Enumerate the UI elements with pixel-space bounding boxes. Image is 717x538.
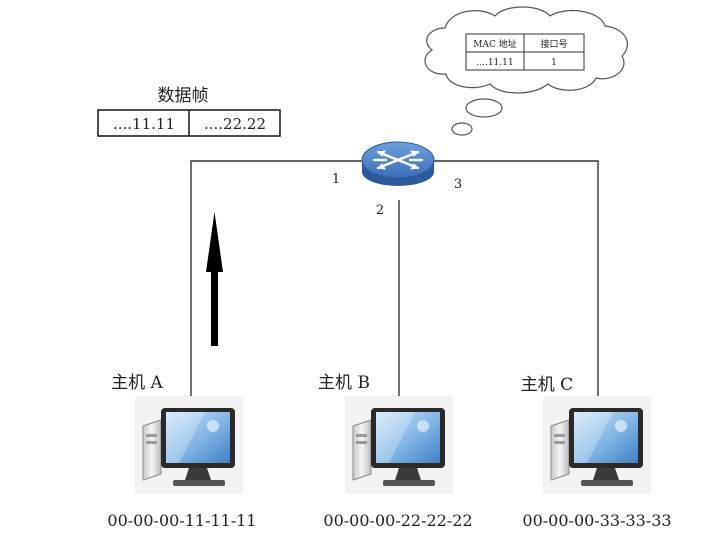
host-c-mac: 00-00-00-33-33-33 [522, 511, 671, 530]
mac-table-header-mac: MAC 地址 [473, 38, 516, 50]
link-port3-host-c [434, 160, 599, 398]
host-a: 主机 A 00-00-00-11-11-11 [107, 373, 256, 530]
switch-port-2-label: 2 [376, 203, 384, 218]
mac-table-header-port: 接口号 [540, 38, 567, 50]
mac-table-cell-port: 1 [551, 58, 557, 68]
host-c: 主机 C 00-00-00-33-33-33 [521, 375, 672, 530]
frame-source-field: ....11.11 [113, 115, 175, 133]
host-a-name: 主机 A [111, 373, 163, 393]
cloud-bubble-large [465, 98, 503, 118]
switch-icon [361, 141, 435, 186]
host-b-mac: 00-00-00-22-22-22 [323, 511, 472, 530]
mac-table: MAC 地址 接口号 ....11.11 1 [465, 33, 585, 71]
links [190, 160, 599, 398]
switch-port-1-label: 1 [332, 172, 340, 187]
mac-table-cell-mac: ....11.11 [476, 58, 513, 68]
link-port1-host-a [190, 160, 362, 398]
switch-port-3-label: 3 [454, 177, 462, 192]
host-b-name: 主机 B [318, 373, 370, 393]
computer-icon [134, 395, 244, 495]
host-b: 主机 B 00-00-00-22-22-22 [318, 373, 473, 530]
data-frame-title: 数据帧 [158, 86, 209, 106]
data-frame: 数据帧 ....11.11 ....22.22 [97, 86, 281, 137]
host-a-mac: 00-00-00-11-11-11 [107, 511, 256, 530]
cloud-bubble-medium [451, 122, 473, 136]
computer-icon [344, 395, 454, 495]
frame-dest-field: ....22.22 [204, 115, 266, 133]
mac-table-cloud: MAC 地址 接口号 ....11.11 1 [424, 6, 628, 136]
frame-direction-arrow-icon [206, 212, 223, 346]
computer-icon [542, 395, 652, 495]
host-c-name: 主机 C [521, 375, 573, 395]
